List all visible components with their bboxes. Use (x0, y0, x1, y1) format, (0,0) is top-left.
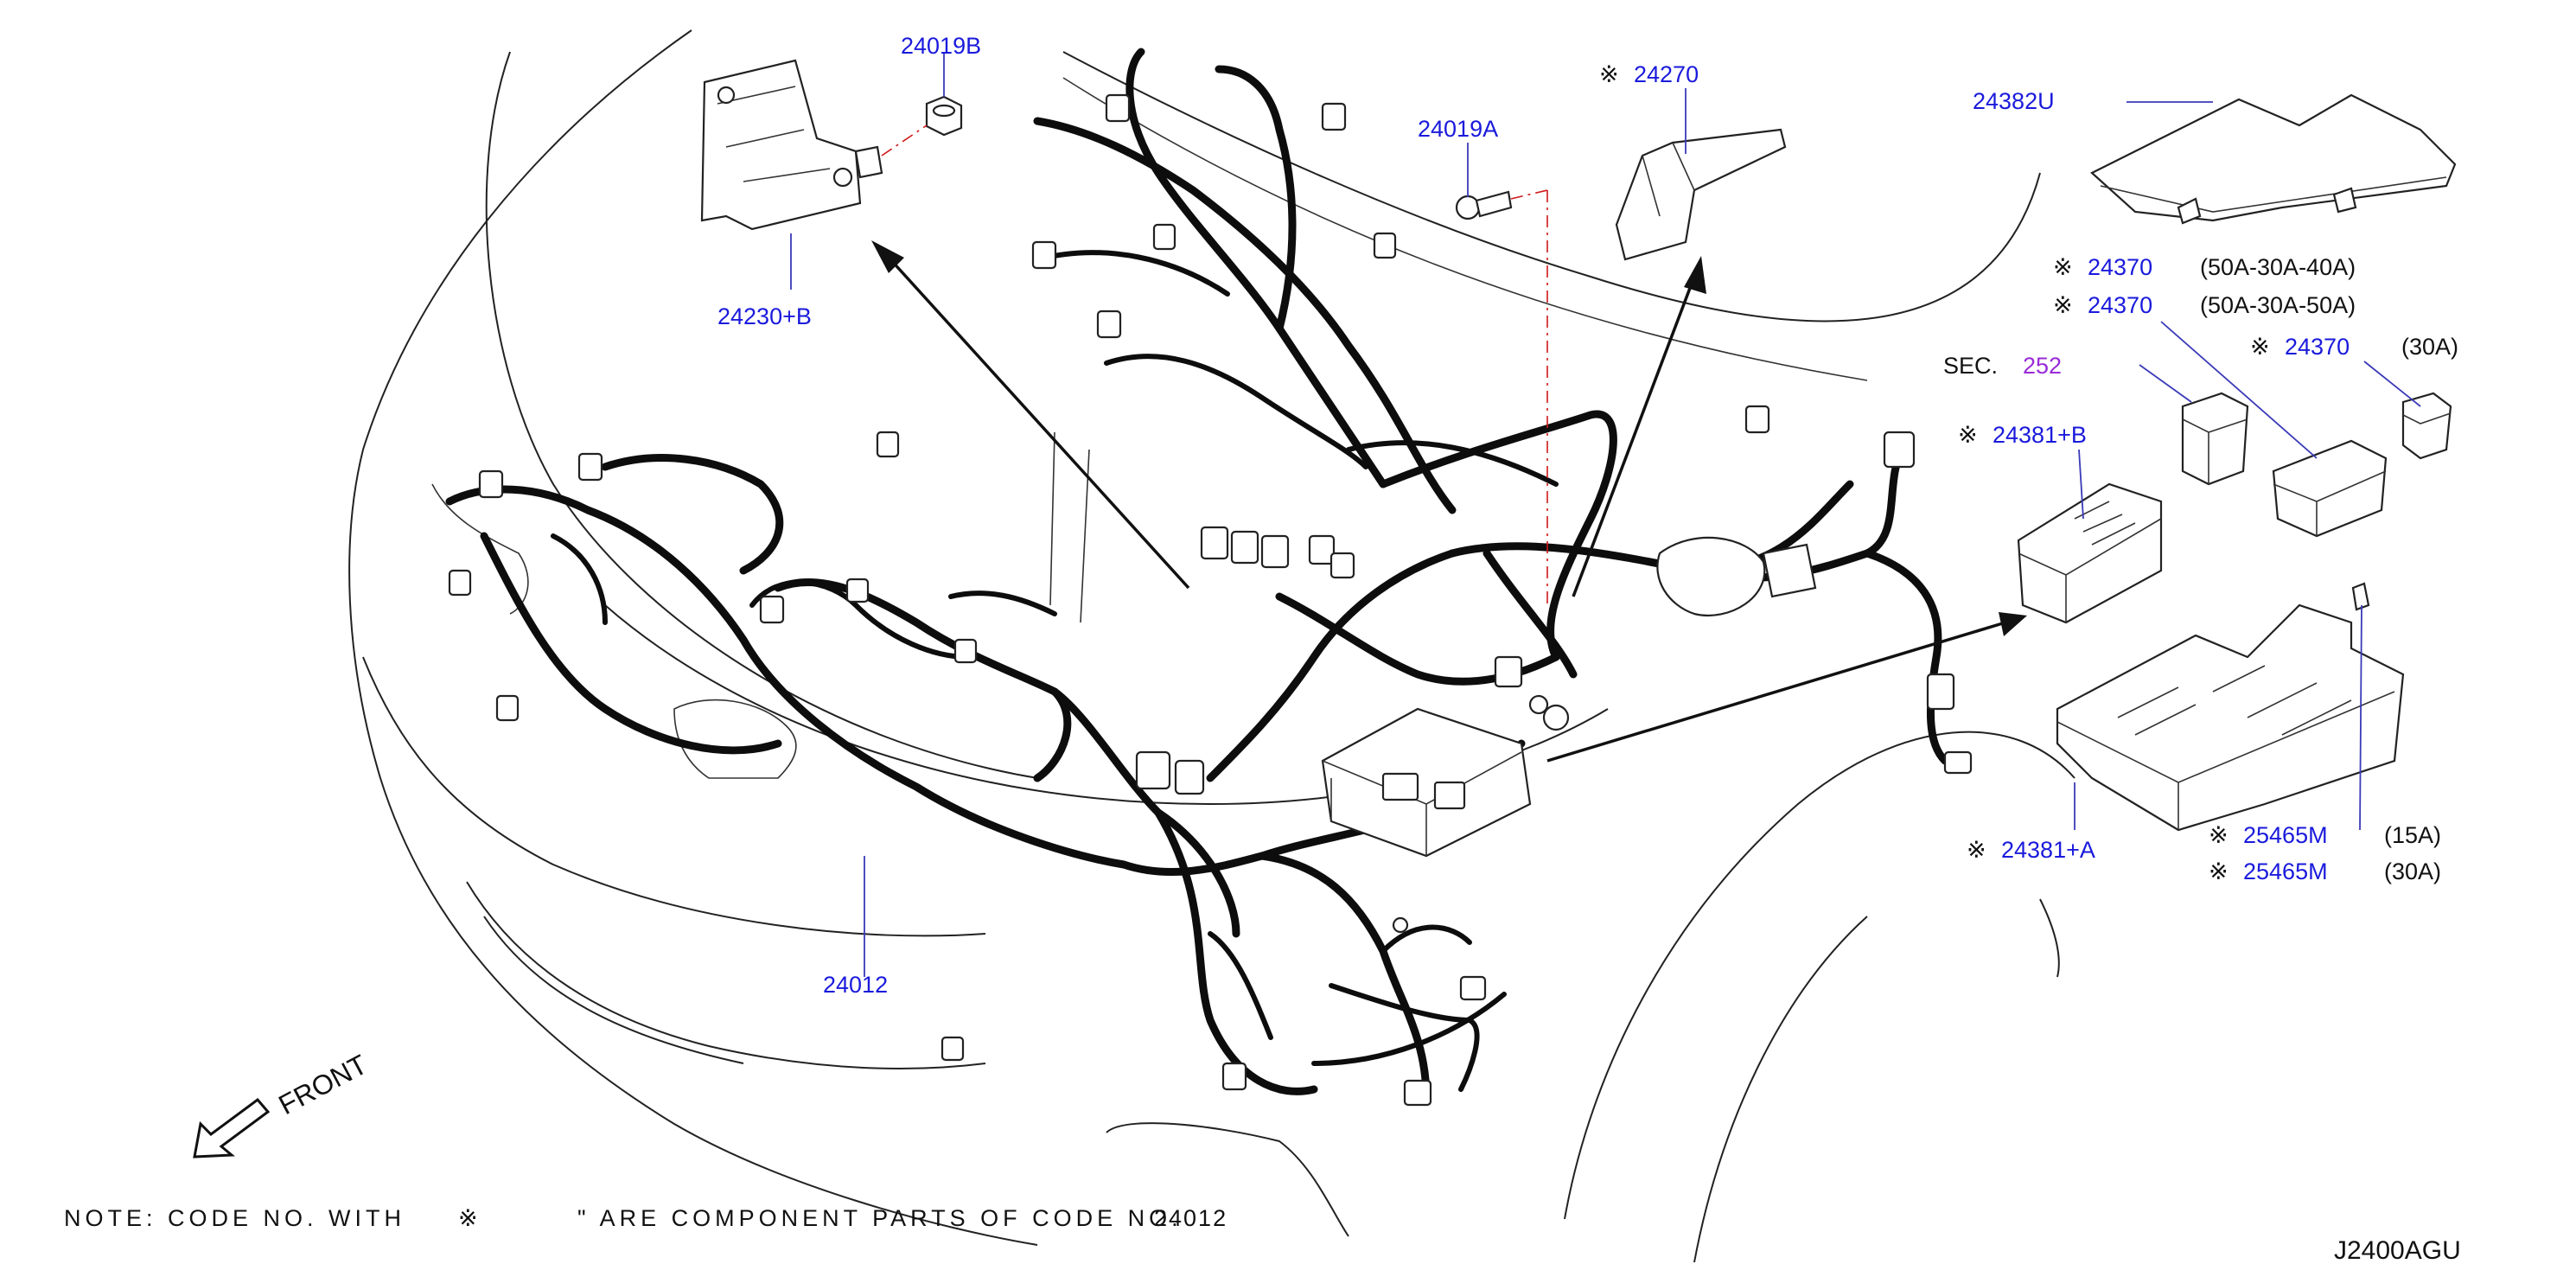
fusible-link-24370-large[interactable] (2272, 439, 2388, 538)
engine-room-harness[interactable] (445, 48, 1949, 1102)
callout-24370-2[interactable]: 24370 (2088, 292, 2152, 318)
assembly-arrows (871, 240, 2027, 763)
nut-24019b[interactable] (925, 95, 963, 137)
component-mark-25465m-1: ※ (2209, 822, 2228, 849)
harness-grommet (1656, 536, 1817, 616)
callout-24230b[interactable]: 24230+B (717, 303, 812, 329)
spec-25465m-1: (15A) (2384, 822, 2441, 848)
component-mark-24381b: ※ (1958, 422, 1978, 449)
spec-24370-1: (50A-30A-40A) (2200, 254, 2356, 280)
cover-24270[interactable] (1615, 128, 1787, 261)
footer-note: NOTE: CODE NO. WITH ※ " ARE COMPONENT PA… (64, 1205, 1227, 1231)
component-mark-25465m-2: ※ (2209, 859, 2228, 885)
component-mark-24370-1: ※ (2053, 254, 2073, 281)
note-suffix: " ARE COMPONENT PARTS OF CODE NO. (577, 1205, 1183, 1231)
callout-25465m-2[interactable]: 25465M (2243, 859, 2328, 884)
leader-lines (790, 54, 2421, 977)
sec-label: SEC. (1943, 353, 1998, 379)
fusible-link-24370-small[interactable] (2401, 392, 2452, 460)
callout-24381a[interactable]: 24381+A (2001, 837, 2095, 863)
front-indicator: FRONT (193, 1049, 373, 1159)
component-mark-24381a: ※ (1967, 837, 1986, 864)
component-mark-24370-2: ※ (2053, 292, 2073, 319)
callout-24019b[interactable]: 24019B (901, 33, 981, 59)
callout-24370-1[interactable]: 24370 (2088, 254, 2152, 280)
fuse-cover-24382u[interactable] (2090, 93, 2457, 225)
relay-sec-252[interactable] (2181, 392, 2249, 486)
note-prefix: NOTE: CODE NO. WITH (64, 1205, 405, 1231)
fuse-box-24381a[interactable] (2056, 603, 2405, 832)
diagram-code: J2400AGU (2334, 1236, 2461, 1265)
bracket-24230b[interactable] (700, 59, 883, 231)
spec-24370-2: (50A-30A-50A) (2200, 292, 2356, 318)
spec-25465m-2: (30A) (2384, 859, 2441, 884)
callout-24382u[interactable]: 24382U (1973, 88, 2055, 114)
sec-ref-252[interactable]: 252 (2023, 353, 2062, 379)
callout-24012-harness[interactable]: 24012 (823, 972, 888, 998)
fuse-25465m[interactable] (2351, 582, 2370, 611)
callout-24381b[interactable]: 24381+B (1993, 422, 2087, 448)
callout-24019a[interactable]: 24019A (1418, 116, 1498, 142)
vehicle-body-outline (348, 29, 2075, 1263)
component-mark-24270: ※ (1599, 61, 1619, 88)
callout-24270[interactable]: 24270 (1634, 61, 1699, 87)
note-component-mark: ※ (458, 1205, 482, 1231)
spec-24370-3: (30A) (2401, 334, 2458, 360)
bolt-24019a[interactable] (1455, 190, 1513, 220)
component-mark-24370-3: ※ (2250, 334, 2270, 361)
callout-24370-3[interactable]: 24370 (2285, 334, 2350, 360)
note-overlap-code: 24012 (1154, 1205, 1227, 1231)
relay-box-24381b[interactable] (2017, 482, 2163, 624)
engine-fuse-box (1321, 707, 1532, 858)
callout-25465m-1[interactable]: 25465M (2243, 822, 2328, 848)
front-label: FRONT (273, 1049, 372, 1121)
